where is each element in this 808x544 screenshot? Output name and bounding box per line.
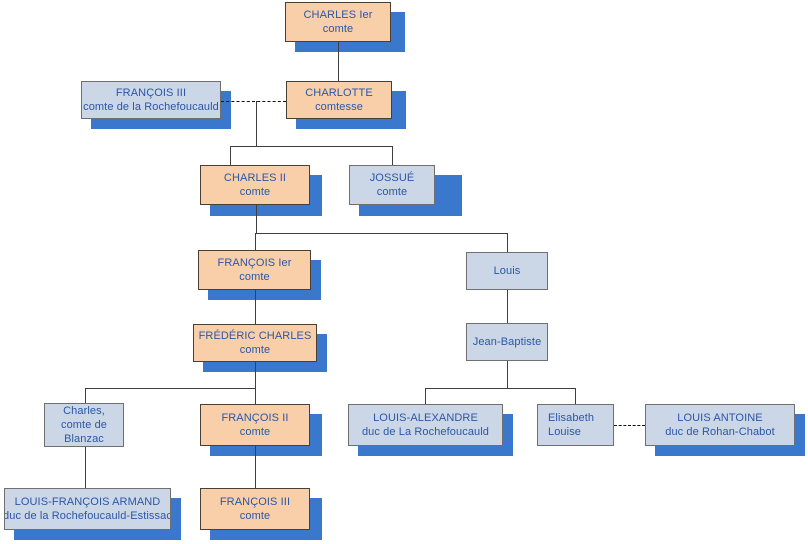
- node-francois-ii[interactable]: FRANÇOIS II comte: [200, 404, 310, 446]
- connector-charles-ii-drop: [256, 205, 257, 233]
- node-francois-ier-line-2: comte: [239, 271, 270, 283]
- node-francois-iii-comte-line-2: comte: [239, 510, 271, 522]
- connector-bus-to-louis-alexandre: [425, 388, 426, 404]
- connector-francois-ii-to-francois-iii: [255, 446, 256, 488]
- node-francois-ier-line-1: FRANÇOIS Ier: [217, 257, 292, 269]
- node-jean-baptiste[interactable]: Jean-Baptiste: [466, 323, 548, 361]
- connector-bus-louis-alexandre-elisabeth: [425, 388, 576, 389]
- node-francois-iii-rochefoucauld-line-2: comte de la Rochefoucauld: [83, 101, 219, 113]
- node-louis-alexandre-line-1: LOUIS-ALEXANDRE: [373, 412, 478, 424]
- connector-francois-ier-to-frederic-charles: [255, 290, 256, 324]
- node-louis-alexandre-line-2: duc de La Rochefoucauld: [361, 426, 490, 438]
- node-frederic-charles[interactable]: FRÉDÉRIC CHARLES comte: [193, 324, 317, 362]
- node-francois-ii-line-1: FRANÇOIS II: [221, 412, 289, 424]
- node-charles-blanzac-line-2: comte de: [60, 419, 108, 431]
- connector-jean-baptiste-drop: [507, 361, 508, 388]
- node-charles-blanzac[interactable]: Charles, comte de Blanzac: [44, 403, 124, 447]
- node-jossue-line-1: JOSSUÉ: [369, 172, 415, 184]
- node-charles-blanzac-line-1: Charles,: [63, 405, 105, 417]
- connector-blanzac-to-louis-francois-armand: [85, 447, 86, 488]
- node-louis-antoine-line-1: LOUIS ANTOINE: [677, 412, 763, 424]
- node-francois-ii-line-2: comte: [239, 426, 271, 438]
- connector-louis-to-jean-baptiste: [507, 290, 508, 323]
- node-francois-iii-comte[interactable]: FRANÇOIS III comte: [200, 488, 310, 530]
- connector-bus-to-louis: [507, 233, 508, 252]
- node-elisabeth-louise[interactable]: Elisabeth Louise: [537, 404, 614, 446]
- node-louis-francois-armand-line-1: LOUIS-FRANÇOIS ARMAND: [14, 496, 161, 508]
- node-louis-antoine-line-2: duc de Rohan-Chabot: [665, 426, 775, 438]
- connector-bus-to-charles-ii: [230, 146, 231, 165]
- node-louis-francois-armand-line-2: duc de la Rochefoucauld-Estissac: [4, 510, 171, 522]
- node-elisabeth-louise-line-2: Louise: [548, 426, 582, 438]
- node-charles-ii[interactable]: CHARLES II comte: [200, 165, 310, 205]
- node-charlotte-line-2: comtesse: [315, 101, 363, 113]
- node-charlotte-line-1: CHARLOTTE: [305, 87, 373, 99]
- node-jean-baptiste-line-1: Jean-Baptiste: [472, 336, 542, 348]
- node-louis-alexandre[interactable]: LOUIS-ALEXANDRE duc de La Rochefoucauld: [348, 404, 503, 446]
- node-francois-iii-comte-line-1: FRANÇOIS III: [219, 496, 291, 508]
- connector-bus-charles-ii-jossue: [230, 146, 393, 147]
- node-charles-ii-line-2: comte: [239, 186, 271, 198]
- connector-bus-to-charles-blanzac: [85, 388, 86, 403]
- node-elisabeth-louise-line-1: Elisabeth: [548, 412, 595, 424]
- node-charles-ii-line-1: CHARLES II: [223, 172, 287, 184]
- connector-marriage-drop-charles-ii-jossue: [256, 101, 257, 146]
- node-francois-iii-rochefoucauld-line-1: FRANÇOIS III: [115, 87, 187, 99]
- node-charles-blanzac-line-3: Blanzac: [64, 433, 104, 445]
- node-charles-ier-line-2: comte: [322, 23, 354, 35]
- connector-bus-to-jossue: [392, 146, 393, 165]
- connector-bus-to-elisabeth-louise: [575, 388, 576, 404]
- connector-bus-francois-ier-louis: [255, 233, 508, 234]
- node-frederic-charles-line-2: comte: [239, 344, 271, 356]
- node-louis[interactable]: Louis: [466, 252, 548, 290]
- node-francois-iii-rochefoucauld[interactable]: FRANÇOIS III comte de la Rochefoucauld: [81, 81, 221, 119]
- node-jossue-line-2: comte: [376, 186, 408, 198]
- node-francois-ier[interactable]: FRANÇOIS Ier comte: [198, 250, 311, 290]
- node-louis-antoine[interactable]: LOUIS ANTOINE duc de Rohan-Chabot: [645, 404, 795, 446]
- marriage-line-francois-iii-charlotte: [221, 101, 286, 102]
- connector-bus-to-francois-ier: [255, 233, 256, 250]
- node-louis-line-1: Louis: [493, 265, 521, 277]
- node-frederic-charles-line-1: FRÉDÉRIC CHARLES: [198, 330, 312, 342]
- node-jossue[interactable]: JOSSUÉ comte: [349, 165, 435, 205]
- node-charles-ier-line-1: CHARLES Ier: [303, 9, 373, 21]
- node-charles-ier[interactable]: CHARLES Ier comte: [285, 2, 391, 42]
- connector-bus-blanzac-francois-ii: [85, 388, 256, 389]
- node-louis-francois-armand[interactable]: LOUIS-FRANÇOIS ARMAND duc de la Rochefou…: [4, 488, 171, 530]
- connector-frederic-charles-drop: [255, 362, 256, 388]
- marriage-line-elisabeth-louis-antoine: [614, 425, 645, 426]
- connector-bus-to-francois-ii: [255, 388, 256, 404]
- node-charlotte[interactable]: CHARLOTTE comtesse: [286, 81, 392, 119]
- connector-charles-ier-to-charlotte: [338, 42, 339, 82]
